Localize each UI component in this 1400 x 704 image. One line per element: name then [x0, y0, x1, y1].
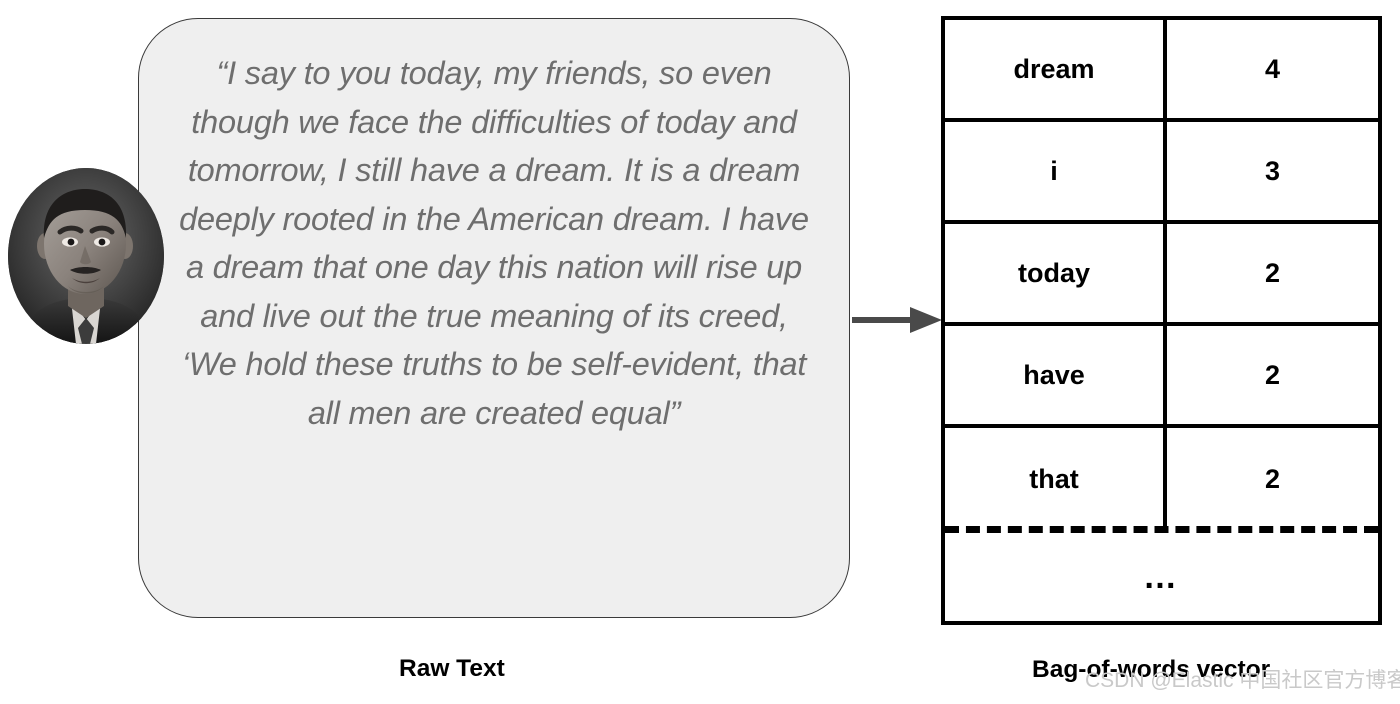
table-cell-count: 2 [1264, 257, 1281, 288]
bag-of-words-table: dream 4 i 3 today 2 have 2 that 2 … [941, 16, 1382, 625]
quote-text: “I say to you today, my friends, so even… [179, 55, 809, 431]
table-row: have 2 [945, 326, 1378, 428]
portrait-image [8, 168, 164, 344]
table-row: today 2 [945, 224, 1378, 326]
ellipsis-label: … [1143, 558, 1180, 596]
caption-raw-text: Raw Text [399, 655, 505, 682]
portrait-avatar [8, 168, 164, 344]
table-cell-word: today [945, 224, 1167, 322]
table-row: dream 4 [945, 20, 1378, 122]
table-cell-count: 4 [1264, 53, 1281, 84]
table-cell-word: i [945, 122, 1167, 220]
table-row: that 2 [945, 428, 1378, 530]
flow-arrow-icon [852, 307, 942, 333]
table-cell-count: 2 [1264, 463, 1281, 494]
table-row-ellipsis: … [945, 533, 1378, 621]
table-cell-word: dream [945, 20, 1167, 118]
table-cell-count: 3 [1264, 155, 1281, 186]
raw-text-bubble: “I say to you today, my friends, so even… [138, 18, 850, 618]
table-cell-word: have [945, 326, 1167, 424]
table-cell-word: that [945, 428, 1167, 530]
table-cell-count: 2 [1264, 359, 1281, 390]
table-row: i 3 [945, 122, 1378, 224]
caption-bag-of-words: Bag-of-words vector [1032, 656, 1271, 683]
dashed-divider [945, 526, 1378, 533]
